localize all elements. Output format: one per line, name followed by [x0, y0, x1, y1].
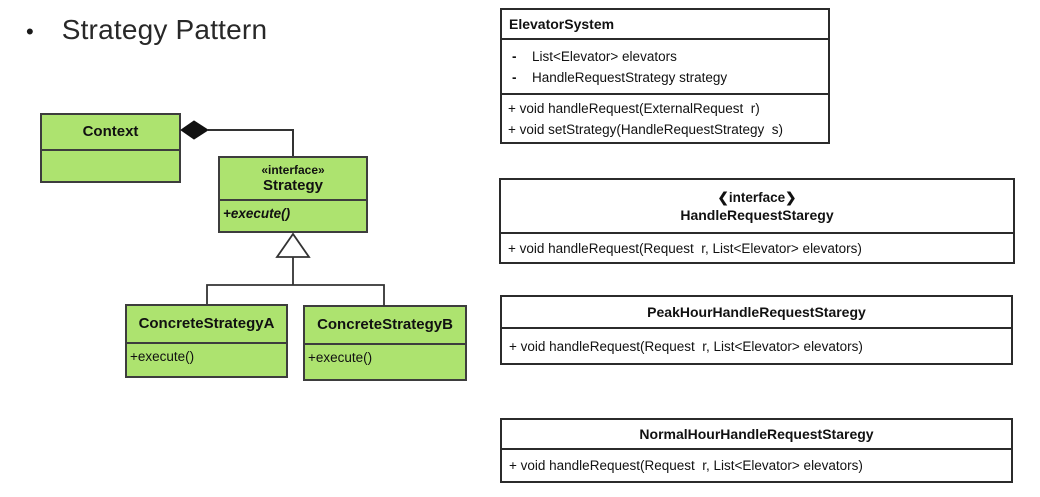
class-title: Context [82, 123, 139, 140]
class-header: NormalHourHandleRequestStaregy [502, 420, 1011, 450]
aggregation-diamond-icon [180, 120, 209, 140]
stereotype-label: ❮interface❯ [717, 189, 797, 205]
class-header: ConcreteStrategyA [127, 306, 286, 344]
class-body-empty [42, 151, 179, 179]
method-row: + void handleRequest(Request r, List<Ele… [509, 458, 863, 473]
method-row: + void setStrategy(HandleRequestStrategy… [508, 122, 784, 137]
class-strategy-interface: «interface» Strategy +execute() [218, 156, 368, 233]
class-title: HandleRequestStaregy [680, 206, 834, 223]
method-label: +execute() [308, 350, 373, 365]
method-row: + void handleRequest(Request r, List<Ele… [509, 338, 863, 354]
class-concrete-strategy-b: ConcreteStrategyB +execute() [303, 305, 467, 381]
attribute-text: HandleRequestStrategy strategy [532, 70, 728, 85]
attributes-section: - List<Elevator> elevators - HandleReque… [502, 40, 828, 95]
class-header: ConcreteStrategyB [305, 307, 465, 345]
attribute-row: - List<Elevator> elevators [502, 46, 828, 67]
inheritance-triangle-icon [275, 232, 311, 258]
attribute-text: List<Elevator> elevators [532, 49, 677, 64]
class-title: PeakHourHandleRequestStaregy [647, 304, 866, 320]
class-header: ElevatorSystem [502, 10, 828, 40]
dash-bullet: - [512, 49, 517, 64]
method-label: +execute() [130, 349, 195, 364]
class-handle-request-strategy-interface: ❮interface❯ HandleRequestStaregy + void … [499, 178, 1015, 264]
class-concrete-strategy-a: ConcreteStrategyA +execute() [125, 304, 288, 378]
attribute-row: - HandleRequestStrategy strategy [502, 67, 828, 88]
class-normal-hour-strategy: NormalHourHandleRequestStaregy + void ha… [500, 418, 1013, 483]
class-context: Context [40, 113, 181, 183]
aggregation-line [208, 129, 294, 156]
class-header: «interface» Strategy [220, 158, 366, 201]
class-title: Strategy [262, 176, 324, 194]
class-elevator-system: ElevatorSystem - List<Elevator> elevator… [500, 8, 830, 144]
method-label: +execute() [223, 206, 291, 221]
class-header: PeakHourHandleRequestStaregy [502, 297, 1011, 329]
dash-bullet: - [512, 70, 517, 85]
method-row: + void handleRequest(ExternalRequest r) [508, 101, 760, 116]
page-title: • Strategy Pattern [26, 14, 267, 46]
inheritance-lines [206, 257, 385, 306]
methods-section: + void handleRequest(ExternalRequest r) … [502, 95, 828, 140]
class-title: ElevatorSystem [509, 16, 615, 32]
class-header: Context [42, 115, 179, 151]
bullet-marker: • [26, 19, 34, 44]
stereotype-label: «interface» [261, 162, 325, 177]
class-title: ConcreteStrategyA [138, 315, 275, 332]
class-header: ❮interface❯ HandleRequestStaregy [501, 180, 1013, 234]
method-row: + void handleRequest(Request r, List<Ele… [508, 240, 862, 256]
class-peak-hour-strategy: PeakHourHandleRequestStaregy + void hand… [500, 295, 1013, 365]
class-title: NormalHourHandleRequestStaregy [639, 426, 874, 442]
page-title-text: Strategy Pattern [61, 14, 268, 45]
class-title: ConcreteStrategyB [317, 316, 453, 333]
